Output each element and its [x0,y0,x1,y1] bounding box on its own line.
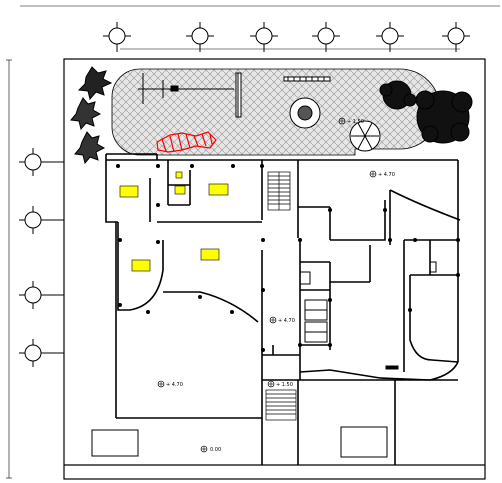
fixtures [91,261,437,458]
entrance-steps [265,389,297,421]
tree-icon [415,90,473,144]
stair [267,171,291,211]
axis-bubble-icon [312,22,340,52]
tree-icon [74,131,106,165]
level-label-lower-mid: + 1.50 [276,382,293,388]
level-label-center: + 4.70 [278,318,295,324]
plot-boundary [63,58,486,480]
level-mark-icon [157,117,377,453]
level-label-garden: + 1.50 [347,119,364,125]
axis-bubble-icon [442,22,470,52]
level-label-upper-right: + 4.70 [378,172,395,178]
level-label-bottom: 0.00 [210,447,221,453]
garden-furniture [138,72,381,152]
left-axis-markers [19,148,64,367]
axis-bubble-icon [103,22,131,52]
axis-bubble-icon [186,22,214,52]
columns [116,164,460,352]
top-axis-markers [103,22,470,52]
axis-bubble-icon [19,206,64,234]
building-walls [105,153,461,465]
axis-bubble-icon [376,22,404,52]
level-label-lower-left: + 4.70 [166,382,183,388]
axis-bubble-icon [19,148,64,176]
top-dimension-line [20,5,500,50]
tree-icon [379,80,417,110]
furniture [119,171,229,272]
axis-bubble-icon [19,339,64,367]
left-dimension-line [6,59,12,479]
axis-bubble-icon [250,22,278,52]
red-sculpture [156,131,217,153]
axis-bubble-icon [19,281,64,309]
tree-icon [77,66,113,101]
tree-icon [70,97,102,131]
